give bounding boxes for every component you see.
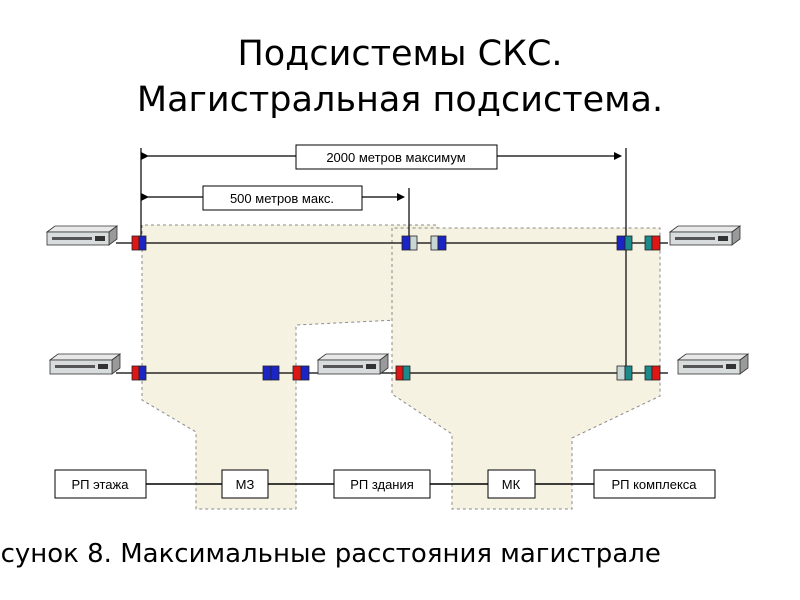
- switch-icon-bottom-left: [48, 353, 122, 375]
- node-mk: [487, 469, 536, 499]
- connector-top-4: [616, 235, 633, 251]
- slide-title-line-2: Магистральная подсистема.: [136, 80, 664, 120]
- node-mk-label: МК: [502, 477, 521, 492]
- connector-bottom-6: [644, 365, 661, 381]
- connector-bottom-2: [262, 365, 280, 381]
- node-rp-complex: [593, 469, 716, 499]
- switch-icon-bottom-right: [676, 353, 750, 375]
- dim-long-label: 2000 метров максимум: [326, 150, 465, 165]
- connector-top-2: [401, 235, 418, 251]
- dim-short-label: 500 метров макс.: [230, 191, 334, 206]
- node-rp-building-label: РП здания: [350, 477, 414, 492]
- node-rp-floor-label: РП этажа: [72, 477, 130, 492]
- floor-zone: [141, 224, 438, 510]
- building-zone: [391, 227, 661, 510]
- connector-top-3: [430, 235, 447, 251]
- connector-top-5: [644, 235, 661, 251]
- connector-bottom-1: [131, 365, 147, 381]
- node-mz-label: МЗ: [236, 477, 255, 492]
- connector-top-1: [131, 235, 147, 251]
- node-rp-building: [333, 469, 431, 499]
- connector-bottom-3: [292, 365, 310, 381]
- node-rp-floor: [54, 469, 147, 499]
- slide-title-line-1: Подсистемы СКС.: [237, 34, 563, 74]
- connector-bottom-5: [616, 365, 633, 381]
- switch-icon-bottom-middle: [316, 353, 390, 375]
- switch-icon-top-right: [668, 225, 742, 246]
- node-mz: [221, 469, 269, 499]
- switch-icon-top-left: [45, 225, 119, 246]
- figure-caption: Рисунок 8. Максимальные расстояния магис…: [0, 539, 661, 569]
- node-rp-complex-label: РП комплекса: [611, 477, 697, 492]
- connector-bottom-4: [395, 365, 411, 381]
